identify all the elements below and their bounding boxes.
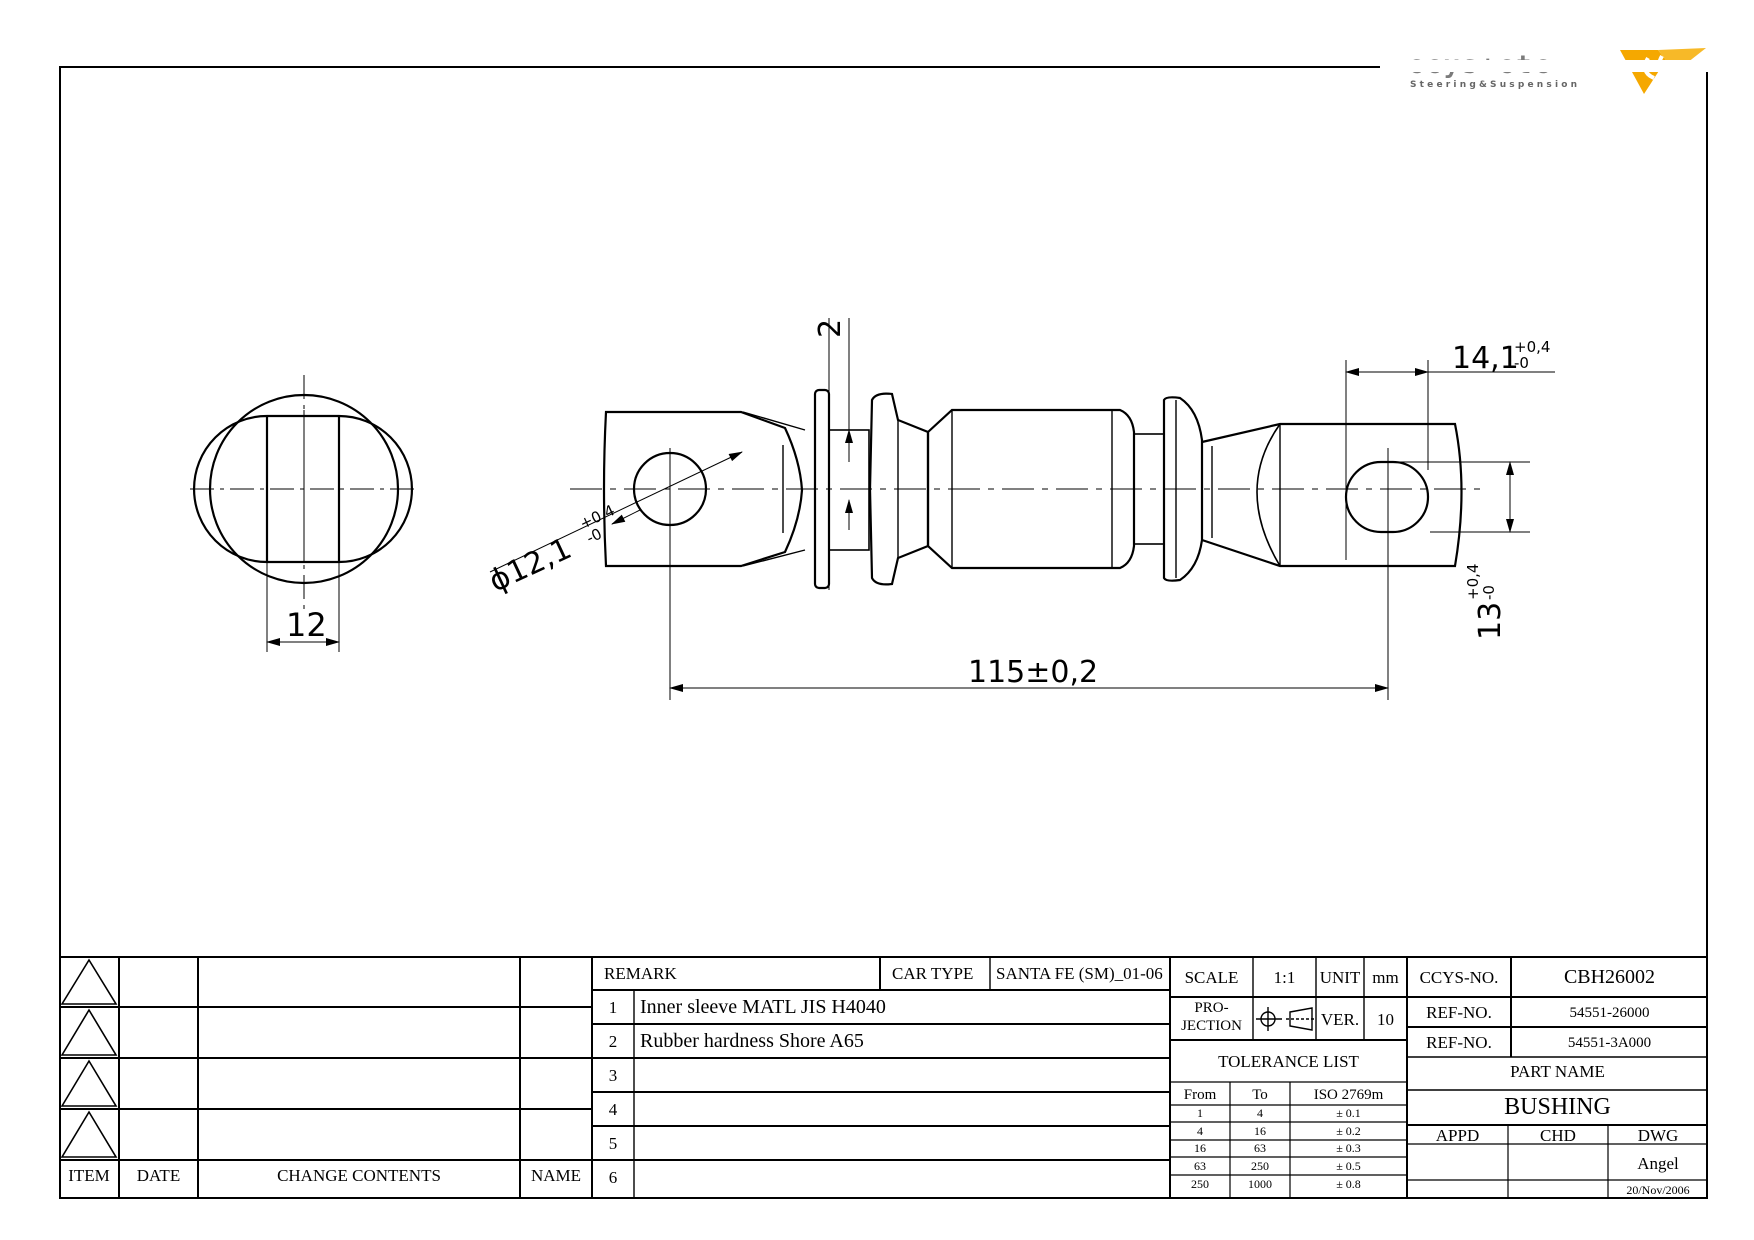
- unit-value: mm: [1372, 968, 1399, 987]
- rev-header-change-contents: CHANGE CONTENTS: [277, 1166, 441, 1185]
- title-block-grid: [59, 956, 1708, 1199]
- remark-header: REMARK: [604, 964, 677, 983]
- tolerance-header-from: From: [1183, 1087, 1217, 1103]
- tolerance-cell: ± 0.5: [1336, 1159, 1361, 1173]
- remark-row-no: 5: [608, 1134, 618, 1153]
- car-type-label: CAR TYPE: [892, 964, 974, 983]
- scale-label: SCALE: [1184, 968, 1239, 987]
- left-flange: [868, 392, 930, 586]
- revision-triangle-2: [60, 1008, 118, 1056]
- logo-subtitle: Steering&Suspension: [1410, 80, 1581, 90]
- dim-14-1-tol-minus: -0: [1514, 354, 1529, 372]
- ref-no-label-2: REF-NO.: [1426, 1033, 1492, 1052]
- rev-header-date: DATE: [136, 1166, 181, 1185]
- revision-triangle-1: [60, 958, 118, 1005]
- ref-no-value-1: 54551-26000: [1569, 1005, 1650, 1021]
- dim-hole-tol-minus: -0: [584, 525, 605, 548]
- ccys-no-value: CBH26002: [1563, 966, 1656, 988]
- dim-13-tol-minus: -0: [1480, 585, 1498, 600]
- revision-triangle-4: [60, 1110, 118, 1158]
- projection-symbol-icon: [1256, 1007, 1316, 1031]
- tolerance-cell: 250: [1191, 1177, 1209, 1191]
- tolerance-cell: 4: [1257, 1106, 1263, 1120]
- tolerance-cell: 1000: [1248, 1177, 1272, 1191]
- chd-label: CHD: [1540, 1126, 1576, 1145]
- revision-triangle-3: [60, 1059, 118, 1107]
- remark-row-no: 3: [608, 1066, 618, 1085]
- remark-row-no: 1: [608, 998, 618, 1017]
- dim-leader-hole: [489, 451, 743, 573]
- tolerance-cell: 16: [1194, 1141, 1206, 1155]
- right-sleeve-end: [1201, 422, 1463, 568]
- ref-no-value-2: 54551-3A000: [1567, 1035, 1652, 1051]
- tolerance-cell: 1: [1197, 1106, 1203, 1120]
- scale-value: 1:1: [1273, 968, 1296, 987]
- left-sleeve-end: [602, 410, 804, 568]
- tolerance-cell: 63: [1254, 1141, 1266, 1155]
- dwg-name: Angel: [1637, 1154, 1679, 1173]
- dwg-label: DWG: [1637, 1126, 1679, 1145]
- side-view: [570, 388, 1480, 590]
- tolerance-cell: ± 0.3: [1336, 1141, 1361, 1155]
- tolerance-cell: 250: [1251, 1159, 1269, 1173]
- tolerance-cell: 63: [1194, 1159, 1206, 1173]
- ver-label: VER.: [1320, 1010, 1360, 1029]
- unit-label: UNIT: [1319, 968, 1361, 987]
- rev-header-item: ITEM: [68, 1166, 110, 1185]
- tolerance-cell: 16: [1254, 1124, 1266, 1138]
- dim-2-label: 2: [813, 319, 848, 338]
- dim-hole-diameter-label: ϕ12,1: [484, 531, 577, 599]
- ccys-no-label: CCYS-NO.: [1419, 968, 1499, 987]
- ref-no-label-1: REF-NO.: [1426, 1003, 1492, 1022]
- dim-115-label: 115±0,2: [968, 655, 1098, 690]
- dwg-date: 20/Nov/2006: [1626, 1183, 1690, 1197]
- dim-13-label: 13: [1473, 602, 1508, 640]
- dim-12-label: 12: [286, 606, 327, 644]
- remark-row-no: 4: [608, 1100, 618, 1119]
- rubber-body: [926, 408, 1136, 570]
- dim-13-tol-plus: +0,4: [1464, 564, 1482, 600]
- tolerance-cell: 4: [1197, 1124, 1203, 1138]
- part-name-value: BUSHING: [1504, 1094, 1611, 1120]
- remark-row-text: Rubber hardness Shore A65: [640, 1030, 864, 1052]
- projection-label-2: JECTION: [1181, 1018, 1242, 1034]
- end-view: [190, 375, 420, 652]
- tolerance-title: TOLERANCE LIST: [1218, 1052, 1359, 1071]
- projection-label-1: PRO-: [1194, 1000, 1229, 1016]
- appd-label: APPD: [1435, 1126, 1480, 1145]
- remark-row-text: Inner sleeve MATL JIS H4040: [640, 996, 886, 1018]
- remark-row-no: 6: [608, 1168, 618, 1187]
- rev-header-name: NAME: [530, 1166, 582, 1185]
- tolerance-header-iso: ISO 2769m: [1313, 1087, 1384, 1103]
- car-type-value: SANTA FE (SM)_01-06: [996, 964, 1163, 983]
- tolerance-cell: ± 0.8: [1336, 1177, 1361, 1191]
- part-name-label: PART NAME: [1510, 1062, 1605, 1081]
- tolerance-cell: ± 0.2: [1336, 1124, 1361, 1138]
- drawing-border: [59, 66, 1708, 1199]
- tolerance-cell: ± 0.1: [1336, 1106, 1361, 1120]
- dim-14-1-label: 14,1: [1452, 341, 1519, 376]
- remark-row-no: 2: [608, 1032, 618, 1051]
- ver-value: 10: [1377, 1010, 1394, 1029]
- tolerance-header-to: To: [1252, 1087, 1268, 1103]
- right-slot: [1344, 460, 1430, 534]
- dim-14-1-tol-plus: +0,4: [1514, 338, 1550, 356]
